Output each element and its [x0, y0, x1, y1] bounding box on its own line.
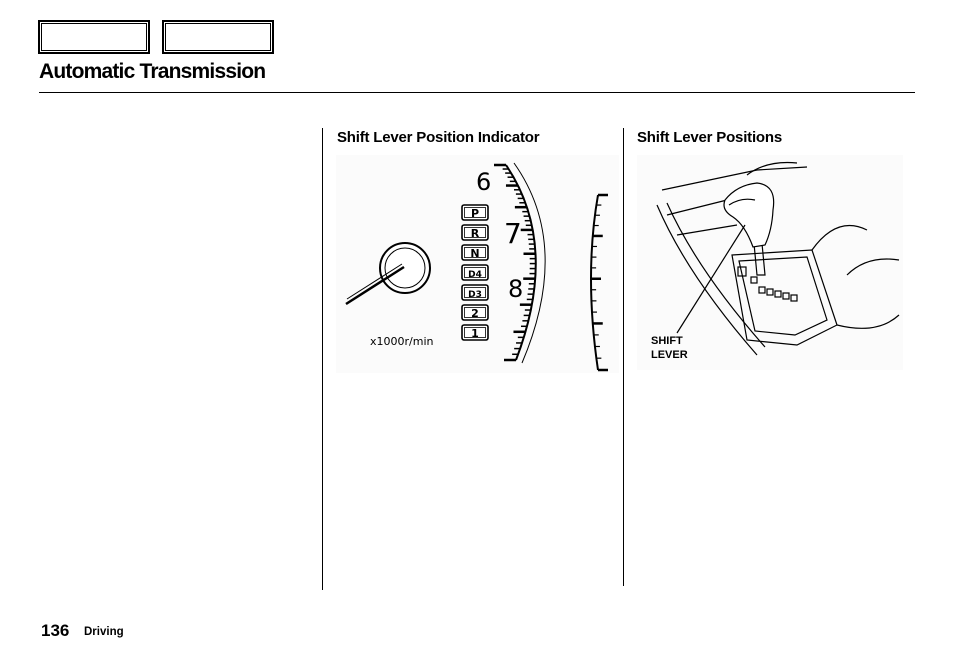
page-number: 136: [41, 621, 70, 640]
shift-lever-illustration: SHIFT LEVER: [637, 155, 903, 370]
gear-indicator-box: [461, 224, 489, 241]
gear-indicator-box: [461, 264, 489, 281]
gauge-number-8: 8: [508, 275, 523, 303]
shift-lever-label-line2: LEVER: [651, 349, 688, 361]
gear-indicator-label: P: [471, 207, 479, 220]
gear-indicator-label: 1: [471, 327, 479, 340]
gear-indicator-box: [461, 204, 489, 221]
indicator-heading: Shift Lever Position Indicator: [337, 129, 540, 146]
gear-indicator-label: N: [470, 247, 479, 260]
footer-section-name: Driving: [84, 626, 124, 638]
gear-indicator-box: [461, 324, 489, 341]
gear-indicator-box: [461, 244, 489, 261]
gauge-number-7: 7: [504, 217, 522, 250]
gauge-number-6: 6: [476, 168, 491, 196]
column-divider: [322, 128, 323, 590]
rpm-unit-label: x1000r/min: [370, 335, 434, 348]
gear-indicator-label: D4: [468, 270, 482, 280]
nav-next-button[interactable]: [162, 20, 274, 54]
nav-previous-button[interactable]: [38, 20, 150, 54]
page-title: Automatic Transmission: [39, 60, 266, 83]
shift-lever-label-line1: SHIFT: [651, 335, 683, 347]
gear-indicator-box: [461, 284, 489, 301]
gear-indicator-label: D3: [468, 290, 482, 300]
title-rule: [39, 92, 915, 93]
gear-indicator-label: R: [471, 227, 480, 240]
gear-indicator-box: [461, 304, 489, 321]
gear-indicator-label: 2: [471, 307, 479, 320]
positions-heading: Shift Lever Positions: [637, 129, 782, 146]
column-divider: [623, 128, 624, 586]
